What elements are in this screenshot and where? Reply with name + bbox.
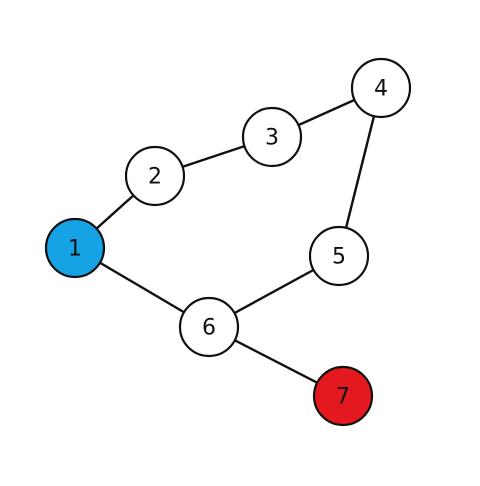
node-5: 5	[308, 225, 370, 287]
node-6-label: 6	[202, 316, 216, 341]
node-5-label: 5	[332, 245, 346, 270]
node-6: 6	[178, 296, 240, 358]
node-1-circle	[44, 217, 106, 279]
node-7-circle	[312, 365, 374, 427]
node-2: 2	[124, 145, 186, 207]
node-7: 7	[312, 365, 374, 427]
graph-nodes: 1 2 3 4 5 6 7	[44, 57, 412, 427]
node-3-circle	[241, 106, 303, 168]
node-7-label: 7	[336, 385, 350, 410]
node-1: 1	[44, 217, 106, 279]
node-2-label: 2	[148, 165, 162, 190]
node-6-circle	[178, 296, 240, 358]
node-2-circle	[124, 145, 186, 207]
node-3: 3	[241, 106, 303, 168]
node-5-circle	[308, 225, 370, 287]
node-3-label: 3	[265, 126, 279, 151]
node-4-label: 4	[374, 77, 388, 102]
node-4: 4	[350, 57, 412, 119]
node-1-label: 1	[68, 237, 82, 262]
node-4-circle	[350, 57, 412, 119]
